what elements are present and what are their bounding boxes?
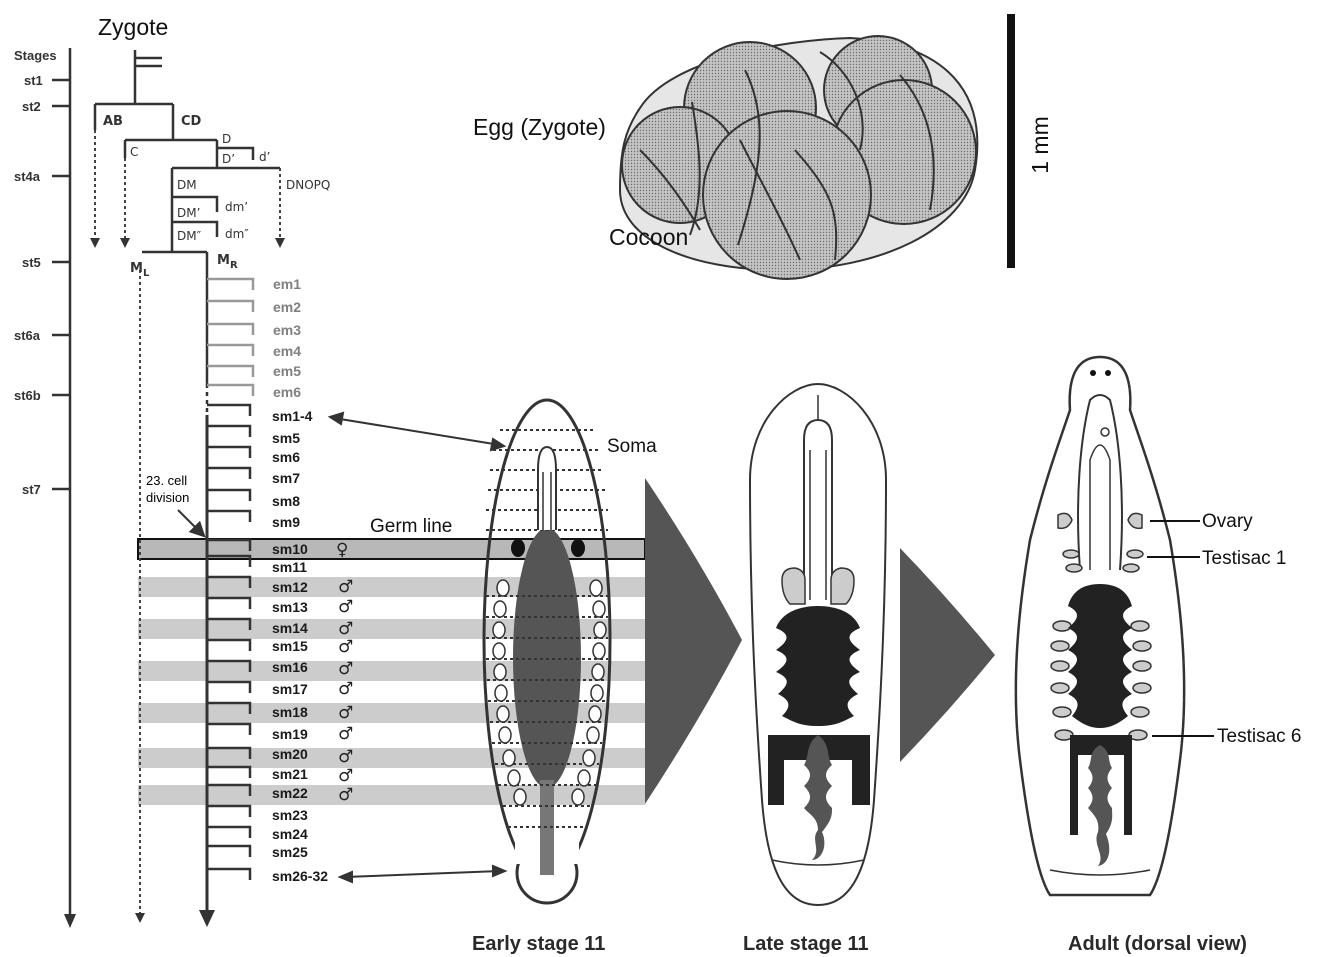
transition-arrow-2 xyxy=(900,548,995,762)
sm-label-22: sm22 xyxy=(272,785,308,801)
cell-division-arrow xyxy=(178,510,200,532)
sm-branches xyxy=(207,405,250,880)
em-label-5: em5 xyxy=(273,363,301,379)
stage-ticks xyxy=(52,80,70,489)
sm-label-17: sm17 xyxy=(272,681,308,697)
stages-header: Stages xyxy=(14,48,57,63)
sm-label-6: sm6 xyxy=(272,449,300,465)
sm-label-9: sm9 xyxy=(272,514,300,530)
egg-label: Egg (Zygote) xyxy=(473,114,606,140)
male-symbol-sm13: ♂ xyxy=(338,597,353,617)
testisac6-label: Testisac 6 xyxy=(1217,726,1301,747)
male-symbol-sm16: ♂ xyxy=(338,659,353,679)
early-stage-embryo xyxy=(484,400,610,903)
male-symbol-sm21: ♂ xyxy=(338,766,353,786)
stage-axis-arrowhead xyxy=(64,914,76,928)
stage-label-st6b: st6b xyxy=(14,388,41,403)
male-symbol-sm22: ♂ xyxy=(338,785,353,805)
sm-label-26-32: sm26-32 xyxy=(272,868,328,884)
male-symbol-sm18: ♂ xyxy=(338,703,353,723)
sm-label-19: sm19 xyxy=(272,726,308,742)
female-symbol: ♀ xyxy=(336,540,348,560)
late-stage-embryo xyxy=(750,384,886,905)
cell-d-prime: D’ xyxy=(222,152,235,166)
sm-label-23: sm23 xyxy=(272,807,308,823)
sm-label-13: sm13 xyxy=(272,599,308,615)
sm-label-10: sm10 xyxy=(272,541,308,557)
male-symbol-sm17: ♂ xyxy=(338,679,353,699)
stage-label-st4a: st4a xyxy=(14,169,41,184)
em-label-4: em4 xyxy=(273,343,301,359)
male-symbol-sm12: ♂ xyxy=(338,577,353,597)
sm-label-12: sm12 xyxy=(272,579,308,595)
caption-early-stage: Early stage 11 xyxy=(472,933,605,955)
male-symbol-sm20: ♂ xyxy=(338,747,353,767)
cell-d: D xyxy=(222,132,231,146)
zygote-title: Zygote xyxy=(98,14,168,40)
sm-label-20: sm20 xyxy=(272,746,308,762)
em-branches xyxy=(207,279,253,396)
male-symbol-sm15: ♂ xyxy=(338,637,353,657)
ovary-label: Ovary xyxy=(1202,511,1253,532)
stage-label-st2: st2 xyxy=(22,99,41,114)
sm-label-21: sm21 xyxy=(272,766,308,782)
sm-label-25: sm25 xyxy=(272,844,308,860)
sm-label-15: sm15 xyxy=(272,638,308,654)
em-label-6: em6 xyxy=(273,384,301,400)
cell-c: C xyxy=(130,145,138,159)
sm-label-14: sm14 xyxy=(272,620,308,636)
male-symbol-sm19: ♂ xyxy=(338,724,353,744)
cell-dm: DM xyxy=(177,178,197,192)
cocoon-label: Cocoon xyxy=(609,224,688,250)
stage-label-st7: st7 xyxy=(22,482,41,497)
em-label-2: em2 xyxy=(273,299,301,315)
sm-label-7: sm7 xyxy=(272,470,300,486)
correspondence-arrows xyxy=(330,413,505,882)
stage-label-st1: st1 xyxy=(24,73,43,88)
em-label-1: em1 xyxy=(273,276,301,292)
caption-late-stage: Late stage 11 xyxy=(743,933,869,955)
cell-ab: AB xyxy=(103,114,123,129)
cell-division-note-2: division xyxy=(146,490,189,505)
band-sm22 xyxy=(138,785,645,805)
male-symbol-sm14: ♂ xyxy=(338,619,353,639)
cell-dnopq: DNOPQ xyxy=(286,178,330,192)
cell-d-small: d’ xyxy=(259,150,270,164)
sm-label-11: sm11 xyxy=(272,559,307,575)
transition-arrow-1 xyxy=(645,478,742,804)
sm-label-1-4: sm1-4 xyxy=(272,408,313,424)
caption-adult: Adult (dorsal view) xyxy=(1068,933,1247,955)
cell-mr: MR xyxy=(217,253,238,271)
sm-label-16: sm16 xyxy=(272,659,308,675)
cell-dm-small2: dm″ xyxy=(225,227,249,241)
cell-division-note-1: 23. cell xyxy=(146,473,187,488)
sm-label-8: sm8 xyxy=(272,493,300,509)
cell-dm-small: dm’ xyxy=(225,200,248,214)
soma-label: Soma xyxy=(607,436,657,457)
stage-label-st5: st5 xyxy=(22,255,41,270)
testisac1-label: Testisac 1 xyxy=(1202,548,1286,569)
cell-dm-dprime: DM″ xyxy=(177,229,202,243)
germ-line-label: Germ line xyxy=(370,516,452,537)
stage-label-st6a: st6a xyxy=(14,328,41,343)
adult-leech xyxy=(1016,357,1184,895)
scale-label: 1 mm xyxy=(1027,116,1053,174)
em-label-3: em3 xyxy=(273,322,301,338)
cell-dm-prime: DM’ xyxy=(177,206,200,220)
sm-trunk-arrowhead xyxy=(199,910,215,927)
cell-cd: CD xyxy=(181,114,202,129)
sm-label-5: sm5 xyxy=(272,430,300,446)
sm-label-24: sm24 xyxy=(272,826,308,842)
sm-label-18: sm18 xyxy=(272,704,308,720)
